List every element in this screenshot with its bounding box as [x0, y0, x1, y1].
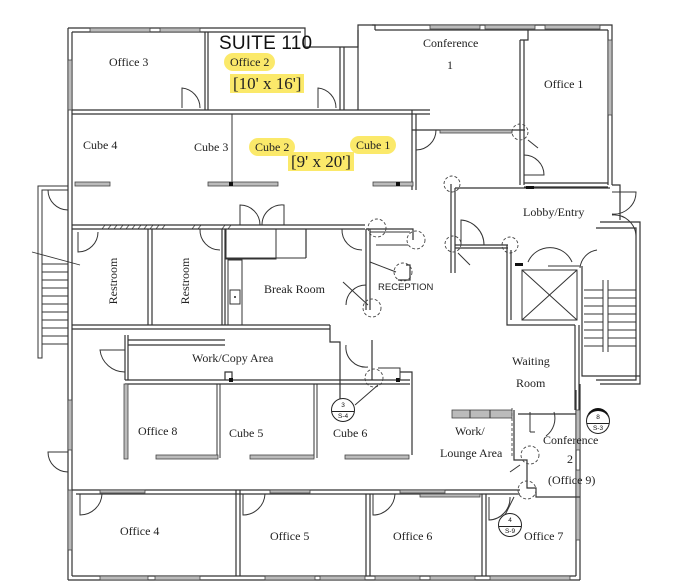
detail-tag-3-number: 3 — [341, 402, 345, 409]
room-label-conference-2: Conference — [543, 433, 599, 447]
room-label-restroom-b: Restroom — [160, 258, 210, 305]
room-label-break-room: Break Room — [264, 282, 325, 296]
reception-walls — [362, 218, 426, 318]
office-2-dimensions: [10' x 16'] — [230, 74, 305, 93]
detail-tag-3: 3 S-4 — [331, 398, 355, 422]
room-label-cube-1: Cube 1 — [350, 136, 397, 154]
detail-tag-4-number: 4 — [508, 517, 512, 524]
detail-tag-3-sheet: S-4 — [332, 411, 354, 420]
detail-tag-8-sheet: S-3 — [587, 423, 609, 432]
room-label-lobby-entry: Lobby/Entry — [523, 205, 585, 219]
room-label-cube-2: Cube 2 — [249, 138, 296, 156]
exterior-walls — [67, 24, 641, 581]
top-row-walls — [72, 30, 608, 190]
room-label-office-8: Office 8 — [138, 424, 178, 438]
detail-tag-4-sheet: S-9 — [499, 526, 521, 535]
room-label-conference-2-number: 2 — [567, 452, 573, 466]
restroom-b-text: Restroom — [178, 257, 192, 305]
room-label-conference-1: Conference — [423, 36, 479, 50]
cubes-dimensions: [9' x 20'] — [288, 152, 354, 171]
restroom-a-text: Restroom — [106, 257, 120, 305]
room-label-office-5: Office 5 — [270, 529, 310, 543]
lobby-walls — [443, 175, 640, 410]
room-label-cube-6: Cube 6 — [333, 426, 368, 440]
room-label-work-lounge-2: Lounge Area — [440, 446, 503, 460]
cube-row-walls — [72, 114, 414, 230]
room-label-office-6: Office 6 — [393, 529, 433, 543]
room-label-restroom-a: Restroom — [88, 258, 138, 305]
room-label-reception: RECEPTION — [378, 282, 434, 293]
room-label-work-lounge-1: Work/ — [455, 424, 485, 438]
room-label-conference-1-number: 1 — [447, 58, 453, 72]
detail-tag-8-number: 8 — [596, 414, 600, 421]
room-label-office-7: Office 7 — [524, 529, 564, 543]
detail-tag-8: 8 S-3 — [586, 408, 610, 434]
room-label-office-1: Office 1 — [544, 77, 584, 91]
left-stair — [31, 185, 81, 473]
room-label-office-3: Office 3 — [109, 55, 149, 69]
room-label-waiting-room: Room — [516, 376, 546, 390]
room-label-office-2: Office 2 — [224, 53, 276, 71]
room-label-cube-3: Cube 3 — [194, 140, 229, 154]
middle-row-walls — [99, 335, 513, 460]
room-label-office-4: Office 4 — [120, 524, 160, 538]
restroom-breakroom-walls — [72, 228, 371, 400]
room-label-waiting: Waiting — [512, 354, 550, 368]
room-label-cube-4: Cube 4 — [83, 138, 118, 152]
room-label-cube-5: Cube 5 — [229, 426, 264, 440]
suite-title: SUITE 110 — [219, 33, 313, 54]
bottom-row-walls — [72, 489, 520, 576]
detail-tag-4: 4 S-9 — [498, 513, 522, 537]
room-label-work-copy: Work/Copy Area — [192, 351, 274, 365]
room-label-office-9: (Office 9) — [548, 473, 596, 487]
conference2-walls — [509, 408, 580, 500]
